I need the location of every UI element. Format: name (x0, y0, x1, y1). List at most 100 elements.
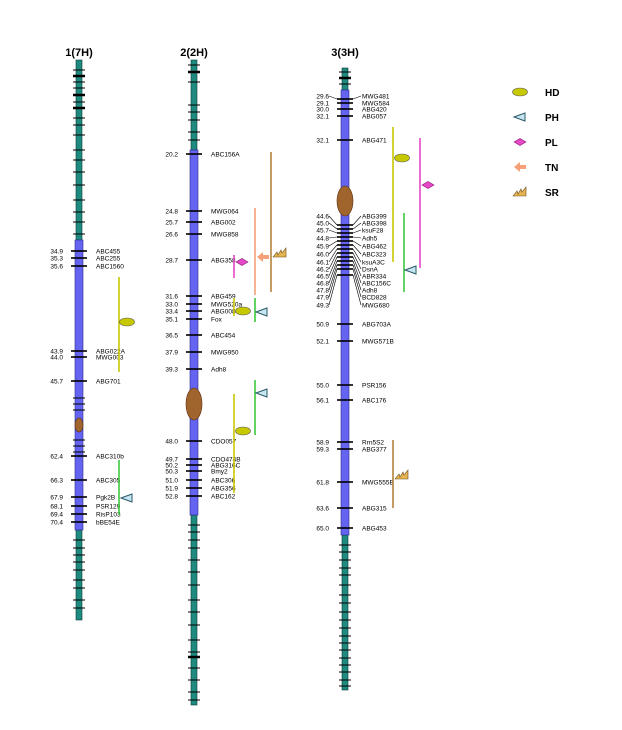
marker-connector (352, 215, 362, 226)
chromosome-segment-mapped (74, 239, 84, 531)
marker-connector (352, 244, 362, 255)
hd-ellipse-icon (235, 306, 251, 316)
marker-connector (328, 248, 338, 263)
chromosome-segment-teal (190, 514, 198, 706)
marker-position: 34.9 (50, 248, 63, 255)
marker-position: 32.1 (316, 113, 329, 120)
marker-name: ABR334 (362, 273, 387, 280)
marker-connector (328, 252, 338, 270)
marker-position: 45.9 (316, 243, 329, 250)
marker-name: Fox (211, 316, 223, 323)
marker-name: ABG399 (362, 213, 387, 220)
marker-position: 45.7 (316, 227, 329, 234)
marker-connector (352, 248, 362, 263)
marker-connector (352, 240, 362, 247)
marker-name: MWG680 (362, 302, 390, 309)
marker-name: MWG858 (211, 231, 239, 238)
marker-position: 33.0 (165, 301, 178, 308)
marker-name: MWG520a (211, 301, 242, 308)
marker-name: ABG316C (211, 462, 241, 469)
marker-connector (328, 240, 338, 247)
marker-name: ABC323 (362, 251, 387, 258)
marker-name: ABC305 (96, 477, 121, 484)
marker-name: MWG481 (362, 93, 390, 100)
marker-position: 59.3 (316, 446, 329, 453)
marker-name: ABG453 (362, 525, 387, 532)
marker-connector (352, 256, 362, 277)
marker-name: CDO474B (211, 456, 241, 463)
marker-position: 35.6 (50, 263, 63, 270)
marker-position: 35.1 (165, 316, 178, 323)
pl-diamond-icon (513, 138, 527, 146)
marker-position: 45.7 (50, 378, 63, 385)
marker-position: 46.2 (316, 266, 329, 273)
marker-position: 44.6 (316, 213, 329, 220)
marker-name: ABG459 (211, 293, 236, 300)
marker-connector (352, 274, 362, 306)
centromere (336, 185, 354, 217)
marker-connector (352, 229, 362, 234)
marker-position: 51.9 (165, 485, 178, 492)
marker-name: Rrn5S2 (362, 439, 384, 446)
marker-name: DsnA (362, 266, 379, 273)
marker-position: 35.3 (50, 255, 63, 262)
marker-position: 47.9 (316, 294, 329, 301)
tn-arrow-icon (514, 162, 526, 172)
marker-name: Bmy2 (211, 468, 228, 475)
chromosome-segment-mapped (189, 149, 199, 516)
marker-position: 39.3 (165, 366, 178, 373)
marker-name: ABG008 (211, 308, 236, 315)
sr-sawtooth-icon (512, 186, 527, 197)
marker-name: ABG420 (362, 106, 387, 113)
chromosome-title: 2(2H) (180, 47, 208, 59)
marker-position: 48.0 (165, 438, 178, 445)
marker-position: 50.9 (316, 321, 329, 328)
marker-name: ABC454 (211, 332, 236, 339)
marker-position: 62.4 (50, 453, 63, 460)
marker-name: bBE54E (96, 519, 121, 526)
marker-name: ABG462 (362, 243, 387, 250)
marker-connector (352, 236, 362, 239)
marker-position: 50.3 (165, 468, 178, 475)
marker-position: 30.0 (316, 106, 329, 113)
marker-position: 69.4 (50, 511, 63, 518)
marker-connector (352, 222, 362, 230)
marker-position: 29.1 (316, 100, 329, 107)
marker-connector (352, 268, 362, 298)
legend-label: PH (545, 113, 559, 124)
marker-name: ABC310b (96, 453, 124, 460)
marker-name: RisP103 (96, 511, 121, 518)
ph-triangle-icon (512, 112, 526, 122)
marker-name: ABG356 (211, 485, 236, 492)
legend-label: HD (545, 88, 559, 99)
marker-position: 36.5 (165, 332, 178, 339)
marker-name: ABC255 (96, 255, 121, 262)
marker-name: ABG398 (362, 220, 387, 227)
marker-position: 46.5 (316, 273, 329, 280)
marker-position: 31.6 (165, 293, 178, 300)
legend-label: TN (545, 163, 558, 174)
marker-name: ksuA3C (362, 259, 385, 266)
marker-position: 46.1 (316, 259, 329, 266)
ph-triangle-icon (254, 388, 268, 398)
marker-name: ABG057 (362, 113, 387, 120)
marker-name: ksuF28 (362, 227, 384, 234)
legend-label: SR (545, 188, 560, 199)
marker-connector (328, 222, 338, 230)
marker-position: 32.1 (316, 137, 329, 144)
marker-position: 67.9 (50, 494, 63, 501)
centromere (74, 417, 84, 433)
marker-position: 70.4 (50, 519, 63, 526)
marker-name: ABG701 (96, 378, 121, 385)
marker-connector (352, 264, 362, 291)
marker-position: 46.8 (316, 280, 329, 287)
ph-triangle-icon (254, 307, 268, 317)
marker-position: 24.8 (165, 208, 178, 215)
marker-name: ABG022A (96, 348, 126, 355)
marker-name: MWG584 (362, 100, 390, 107)
marker-name: ABG703A (362, 321, 392, 328)
marker-name: CDO057 (211, 438, 237, 445)
marker-name: Adh5 (362, 235, 378, 242)
